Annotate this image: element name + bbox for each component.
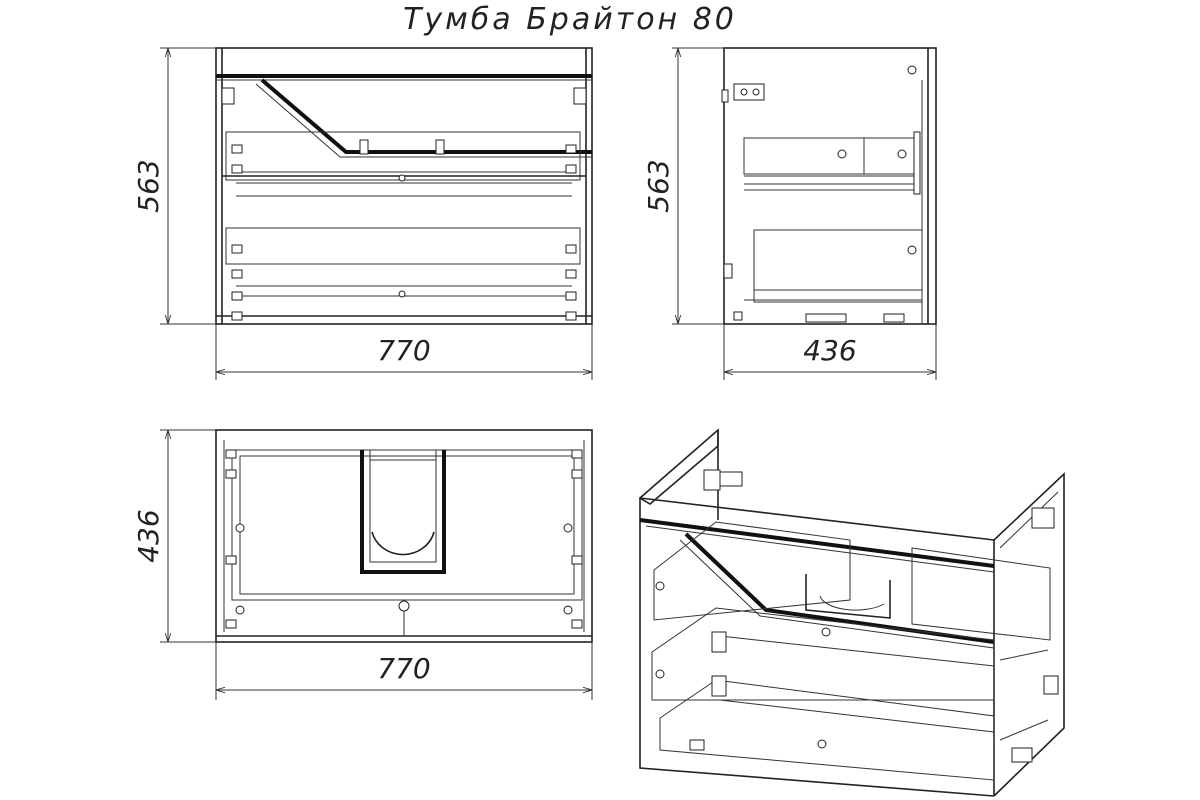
side-depth-label: 436: [803, 334, 856, 367]
side-dimensions: 563 436: [642, 47, 937, 380]
front-width-label: 770: [377, 334, 430, 367]
side-height-label: 563: [642, 159, 675, 212]
top-view: [215, 429, 593, 643]
side-view: [721, 47, 937, 325]
top-depth-label: 436: [132, 509, 165, 562]
top-dimensions: 436 770: [132, 429, 593, 700]
front-height-label: 563: [132, 159, 165, 212]
front-view: [215, 47, 593, 325]
top-width-label: 770: [377, 652, 430, 685]
front-dimensions: 563 770: [132, 47, 593, 380]
drawing-title: Тумба Брайтон 80: [403, 2, 737, 37]
isometric-view: [638, 428, 1065, 797]
